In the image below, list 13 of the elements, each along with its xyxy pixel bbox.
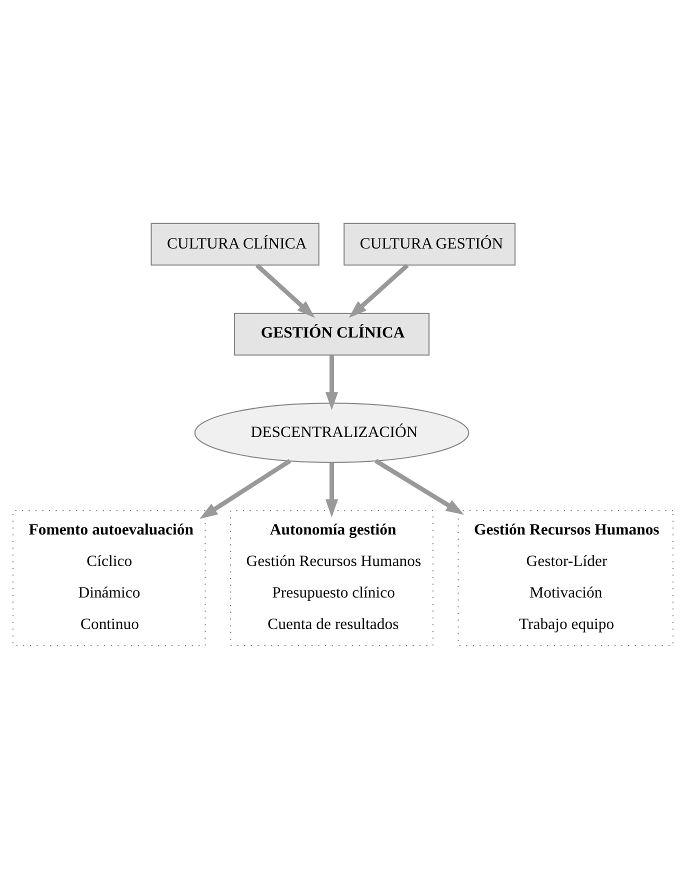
node-box: Gestión Recursos Humanos Gestor-Líder Motivación Trabajo equipo bbox=[458, 510, 674, 646]
node-box: CULTURA GESTIÓN bbox=[344, 222, 516, 266]
node-box: GESTIÓN CLÍNICA bbox=[234, 312, 430, 356]
arrow bbox=[325, 462, 338, 518]
node-box: CULTURA CLÍNICA bbox=[150, 222, 320, 266]
arrow bbox=[200, 458, 292, 519]
arrow bbox=[374, 458, 464, 515]
node-box: Fomento autoevaluación Cíclico Dinámico Continuo bbox=[12, 510, 206, 646]
arrow bbox=[348, 264, 409, 318]
node-box: Autonomía gestión Gestión Recursos Humanos Presupuesto clínico Cuenta de resultados bbox=[230, 510, 434, 646]
arrow bbox=[255, 264, 315, 318]
node-ellipse: DESCENTRALIZACIÓN bbox=[194, 402, 470, 463]
arrow bbox=[325, 355, 338, 410]
